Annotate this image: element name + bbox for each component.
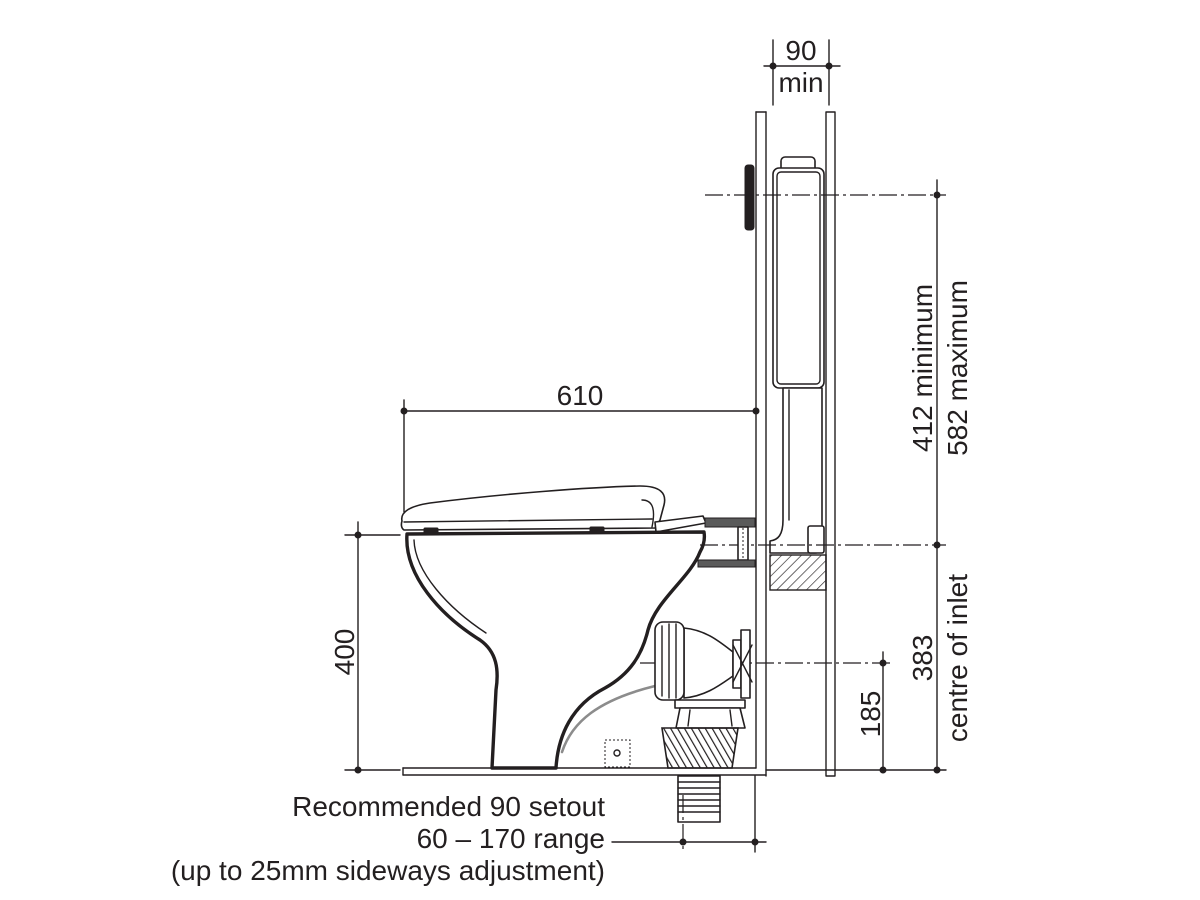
wall-frame xyxy=(825,111,836,777)
wall xyxy=(755,111,836,777)
dimension-dot xyxy=(825,62,833,70)
inlet-seal xyxy=(737,526,749,561)
setout-note-line-3: (up to 25mm sideways adjustment) xyxy=(171,855,605,886)
outlet-ribbed-body xyxy=(661,727,739,769)
wall-cavity-dimension: 90 min xyxy=(763,35,841,106)
dimension-dot xyxy=(933,766,941,774)
flush-button xyxy=(744,164,755,231)
fixing-point-marker xyxy=(604,739,631,768)
flush-pipe-fitting xyxy=(807,525,825,554)
dimension-dot xyxy=(354,766,362,774)
seat-lid-split-line xyxy=(403,518,653,523)
overall-depth-value: 610 xyxy=(557,380,604,411)
floor xyxy=(402,767,767,776)
wall-plate-cross xyxy=(732,644,753,683)
inlet-spud-top xyxy=(704,517,756,528)
pan-outline xyxy=(405,530,707,770)
pan-inner-bowl-line xyxy=(413,539,487,634)
dimension-dot xyxy=(679,838,687,846)
outlet-top-flange xyxy=(674,699,746,709)
dimension-dot xyxy=(933,541,941,549)
wall-cavity-value: 90 xyxy=(785,35,816,66)
overall-depth-dimension: 610 xyxy=(400,380,760,513)
cistern-height-minimum: 412 minimum xyxy=(907,284,938,452)
setout-note: Recommended 90 setout 60 – 170 range (up… xyxy=(171,791,605,886)
outlet-collar-line xyxy=(729,709,733,727)
inlet-connector xyxy=(697,517,756,568)
toilet-seat xyxy=(400,485,707,535)
dimension-dot xyxy=(879,659,887,667)
pan-trapway-line xyxy=(560,684,657,754)
in-wall-cistern xyxy=(769,156,827,591)
dimension-dot xyxy=(354,531,362,539)
floor-waste-outlet xyxy=(661,699,746,823)
inlet-spud-bottom xyxy=(697,559,756,568)
wall-cavity-qualifier: min xyxy=(778,67,823,98)
dimension-dot xyxy=(400,407,408,415)
lid-hinge-end xyxy=(641,499,655,528)
inlet-height-label: centre of inlet xyxy=(942,574,973,742)
pan-outlet-connector xyxy=(654,621,753,701)
dimension-dot xyxy=(751,838,759,846)
outlet-height-value: 185 xyxy=(855,691,886,738)
right-vertical-dimensions: 412 minimum 582 maximum 383 centre of in… xyxy=(765,179,973,774)
connector-funnel xyxy=(683,627,734,699)
outlet-collar-line xyxy=(687,709,691,727)
toilet-pan xyxy=(405,530,707,770)
dimension-dot xyxy=(933,191,941,199)
seat-lid xyxy=(400,485,666,531)
inlet-height-value: 383 xyxy=(907,635,938,682)
pan-height-value: 400 xyxy=(329,629,360,676)
cistern-inner-outline xyxy=(776,171,821,385)
pan-height-dimension: 400 xyxy=(329,521,401,774)
outlet-collar xyxy=(675,707,746,729)
seat-hinge-block xyxy=(654,515,707,533)
setout-note-line-1: Recommended 90 setout xyxy=(292,791,605,822)
connector-wall-plate xyxy=(740,629,751,699)
fixing-point-hole xyxy=(613,749,621,757)
hatched-support-block xyxy=(769,554,827,591)
setout-note-line-2: 60 – 170 range xyxy=(417,823,605,854)
dimension-dot xyxy=(879,766,887,774)
cistern-body xyxy=(772,167,825,389)
dimension-dot xyxy=(752,407,760,415)
dimension-dot xyxy=(769,62,777,70)
outlet-sub-floor-pipe xyxy=(677,775,721,823)
cistern-height-maximum: 582 maximum xyxy=(942,280,973,456)
setout-dimension xyxy=(611,775,767,853)
